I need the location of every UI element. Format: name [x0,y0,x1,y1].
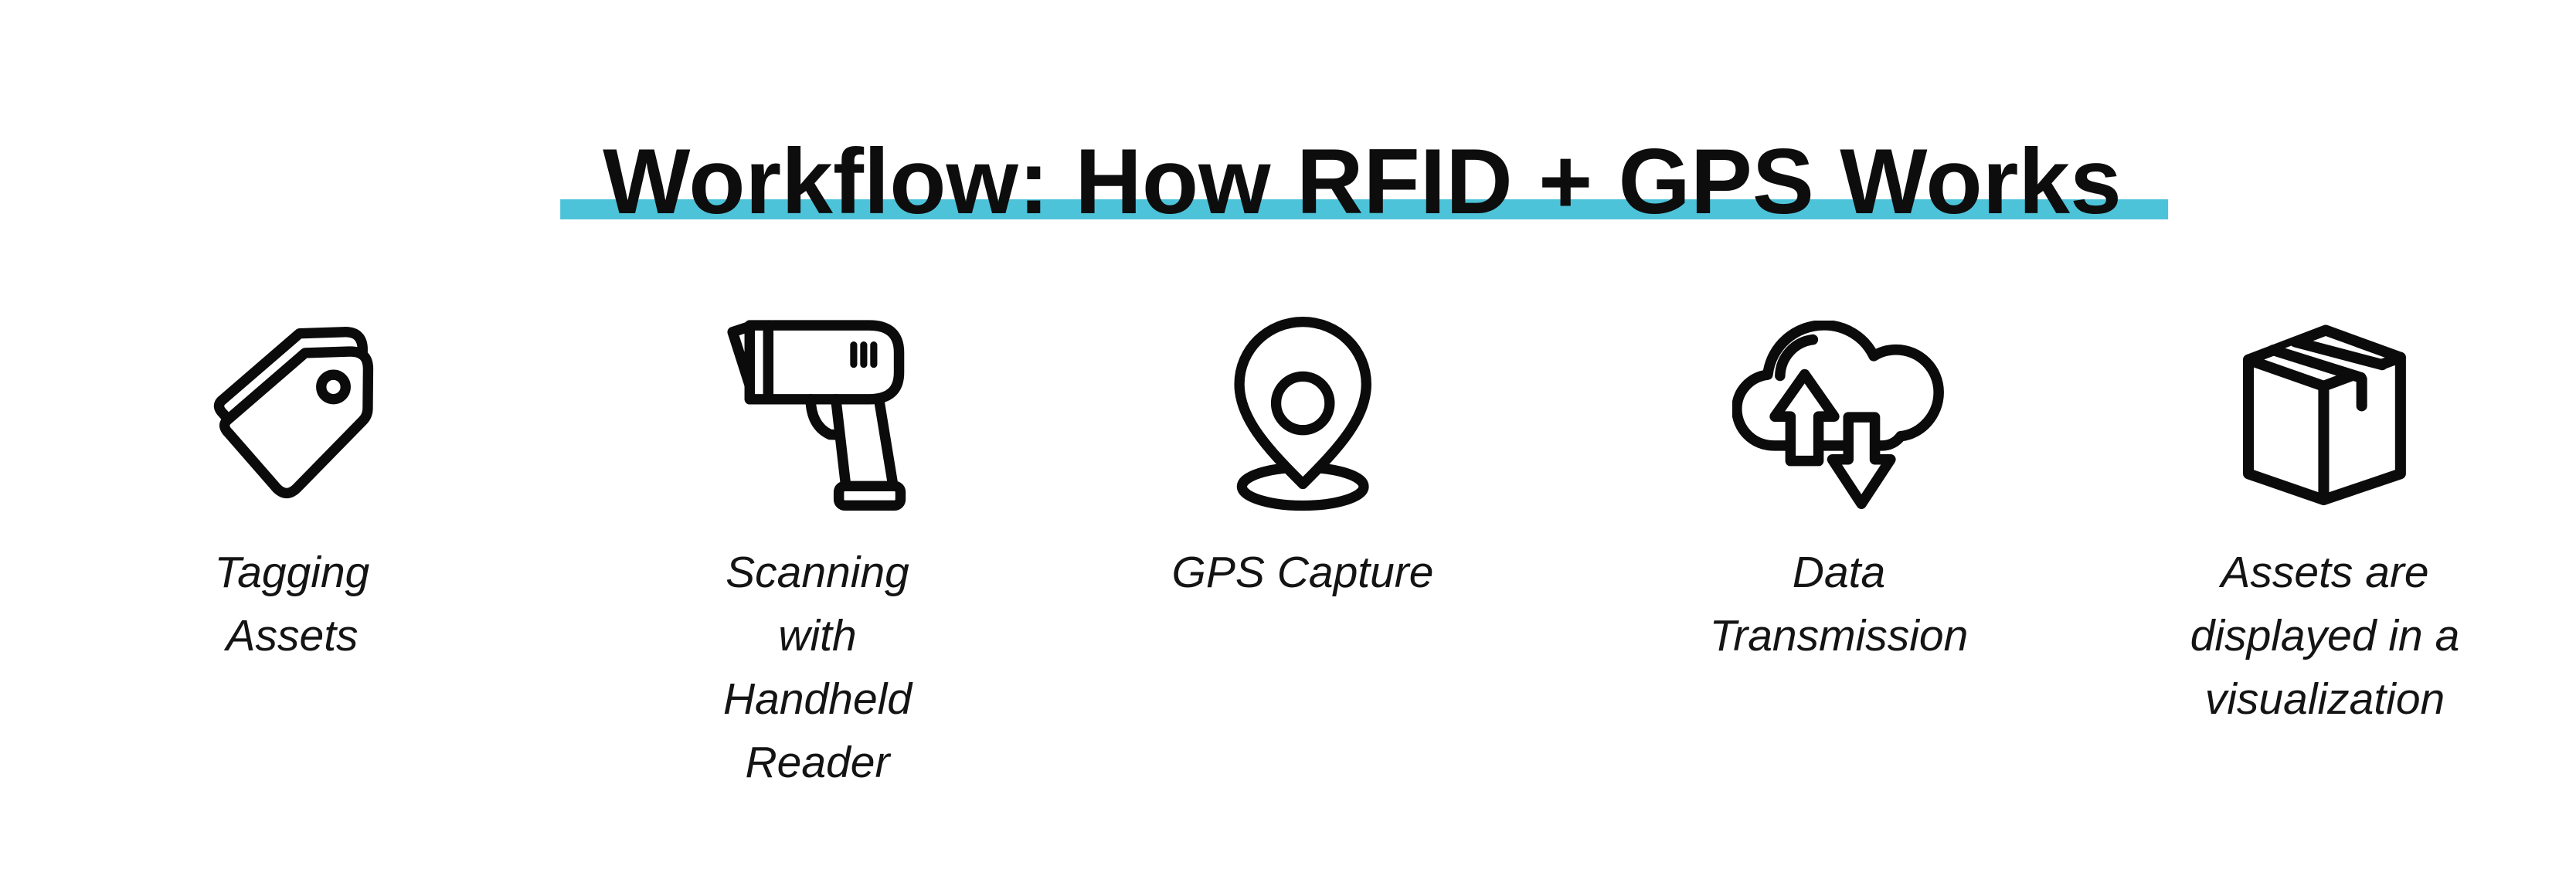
gps-pin-icon [1234,317,1371,511]
step-icon-box [1599,307,2078,522]
step-label: Data Transmission [1709,548,1969,660]
step-scanning-handheld-reader: Scanning with Handheld Reader [578,307,1057,794]
step-icon-box [2085,307,2564,522]
step-icon-box [53,307,532,522]
cloud-data-transfer-icon [1732,321,1945,509]
page-title: Workflow: How RFID + GPS Works [603,130,2122,233]
step-label: Scanning with Handheld Reader [722,548,912,787]
header: Workflow: How RFID + GPS Works [560,130,2168,233]
step-assets-visualization: Assets are displayed in a visualization [2085,307,2564,731]
title-underline [560,199,2168,219]
handheld-reader-icon [727,320,906,511]
step-icon-box [578,307,1057,522]
step-data-transmission: Data Transmission [1599,307,2078,667]
step-label: GPS Capture [1171,548,1434,597]
step-tagging-assets: Tagging Assets [53,307,532,667]
step-gps-capture: GPS Capture [1063,307,1542,604]
package-box-icon [2243,324,2406,505]
step-label: Tagging Assets [214,548,370,660]
step-icon-box [1063,307,1542,522]
tags-icon [202,320,382,510]
step-label: Assets are displayed in a visualization [2190,548,2460,724]
